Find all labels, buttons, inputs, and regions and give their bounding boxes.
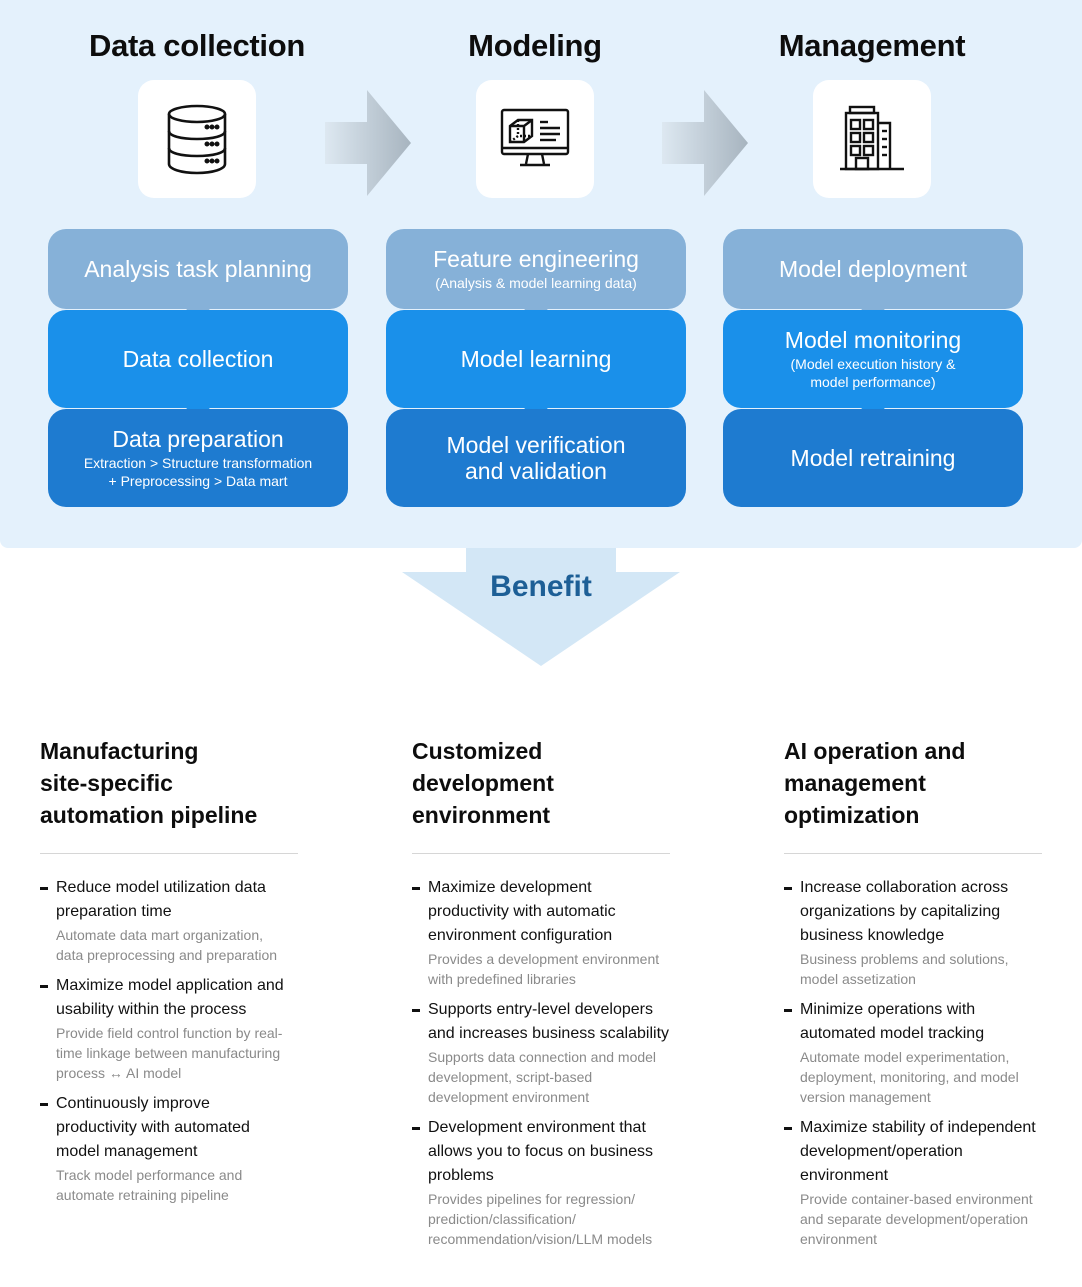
step-sublabel: Extraction > Structure transformation + … <box>83 455 313 489</box>
step-label: Feature engineering <box>433 246 639 272</box>
benefit-item: Continuously improve productivity with a… <box>40 1092 298 1205</box>
benefit-item: Increase collaboration across organizati… <box>784 876 1042 989</box>
benefit-title: AI operation and management optimization <box>784 738 966 828</box>
step-label: Data preparation <box>112 426 284 452</box>
monitor-3d-model-icon <box>500 108 570 167</box>
benefit-item-desc: Provides a development environment with … <box>428 951 660 987</box>
benefit-item: Supports entry-level developers and incr… <box>412 998 670 1107</box>
benefit-item-head: Reduce model utilization data preparatio… <box>56 879 266 920</box>
step-label: Model verification and validation <box>446 432 626 484</box>
benefit-item-head: Supports entry-level developers and incr… <box>428 1001 670 1042</box>
database-icon <box>167 104 227 175</box>
flow-arrow-right <box>662 90 748 196</box>
benefit-column-ai-operations: AI operation and management optimization… <box>784 735 1042 1258</box>
step-label: Model retraining <box>790 445 956 471</box>
benefit-item: Minimize operations with automated model… <box>784 998 1042 1107</box>
benefit-item-desc: Supports data connection and model devel… <box>428 1049 657 1105</box>
step-sublabel: (Model execution history & model perform… <box>790 356 956 390</box>
flow-arrow-right <box>325 90 411 196</box>
benefit-item-head: Maximize stability of independent develo… <box>800 1119 1036 1184</box>
divider <box>40 853 298 854</box>
step-model-deployment: Model deployment <box>723 229 1023 320</box>
modeling-icon-box <box>476 80 594 198</box>
benefit-item-desc: Business problems and solutions, model a… <box>800 951 1009 987</box>
building-icon <box>840 105 904 171</box>
benefit-item-desc: Provides pipelines for regression/ predi… <box>428 1191 653 1247</box>
benefit-title: Manufacturing site-specific automation p… <box>40 738 258 828</box>
step-model-monitoring: Model monitoring (Model execution histor… <box>723 310 1023 419</box>
benefit-item-head: Maximize model application and usability… <box>56 977 284 1018</box>
step-data-preparation: Data preparation Extraction > Structure … <box>48 409 348 507</box>
step-sublabel: (Analysis & model learning data) <box>435 275 637 291</box>
column-title-modeling: Modeling <box>468 28 602 63</box>
benefit-item: Development environment that allows you … <box>412 1116 670 1249</box>
benefit-list: Reduce model utilization data preparatio… <box>40 876 298 1205</box>
divider <box>784 853 1042 854</box>
benefit-item: Maximize development productivity with a… <box>412 876 670 989</box>
data-collection-icon-box <box>138 80 256 198</box>
benefit-title: Customized development environment <box>412 738 554 828</box>
divider <box>412 853 670 854</box>
column-title-management: Management <box>778 28 966 63</box>
pipeline-panel: Data collection Modeling Management <box>0 0 1082 548</box>
benefit-column-dev-environment: Customized development environment Maxim… <box>412 735 670 1258</box>
benefit-item-head: Maximize development productivity with a… <box>428 879 616 944</box>
benefit-item-head: Minimize operations with automated model… <box>800 1001 985 1042</box>
benefit-item: Maximize model application and usability… <box>40 974 298 1083</box>
benefit-column-pipeline: Manufacturing site-specific automation p… <box>40 735 298 1214</box>
benefit-item-head: Development environment that allows you … <box>428 1119 654 1184</box>
benefit-list: Maximize development productivity with a… <box>412 876 670 1249</box>
benefit-label: Benefit <box>490 570 592 603</box>
benefit-item: Reduce model utilization data preparatio… <box>40 876 298 965</box>
benefit-item-head: Continuously improve productivity with a… <box>56 1095 250 1160</box>
benefit-item-desc: Provide container-based environment and … <box>800 1191 1033 1247</box>
benefit-item-desc: Automate model experimentation, deployme… <box>800 1049 1019 1105</box>
step-label: Analysis task planning <box>84 256 312 282</box>
step-label: Model deployment <box>779 256 967 282</box>
management-icon-box <box>813 80 931 198</box>
benefit-arrow-down <box>402 548 680 666</box>
step-analysis-task-planning: Analysis task planning <box>48 229 348 320</box>
step-label: Model learning <box>460 346 612 372</box>
benefit-item-desc: Automate data mart organization, data pr… <box>56 927 278 963</box>
benefit-list: Increase collaboration across organizati… <box>784 876 1042 1249</box>
step-label: Data collection <box>122 346 274 372</box>
step-feature-engineering: Feature engineering (Analysis & model le… <box>386 229 686 320</box>
step-model-verification: Model verification and validation <box>386 409 686 507</box>
step-model-learning: Model learning <box>386 310 686 419</box>
column-title-data-collection: Data collection <box>89 28 305 63</box>
benefit-item: Maximize stability of independent develo… <box>784 1116 1042 1249</box>
step-model-retraining: Model retraining <box>723 409 1023 507</box>
step-data-collection: Data collection <box>48 310 348 419</box>
benefit-item-desc: Provide field control function by real- … <box>56 1025 283 1081</box>
benefit-item-head: Increase collaboration across organizati… <box>800 879 1009 944</box>
step-label: Model monitoring <box>784 327 962 353</box>
benefit-item-desc: Track model performance and automate ret… <box>56 1167 243 1203</box>
